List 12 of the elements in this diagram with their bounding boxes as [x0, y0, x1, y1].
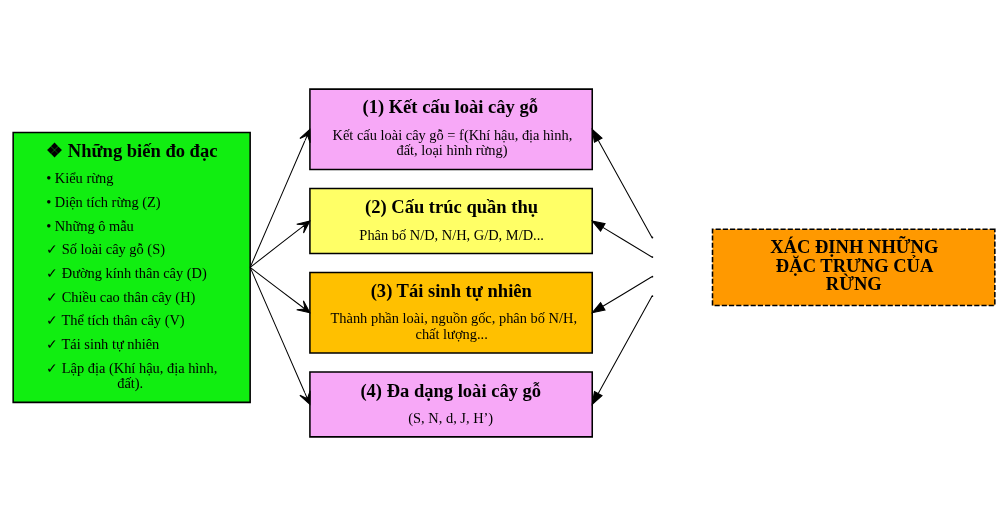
arrow [249, 128, 311, 268]
node-box: (2) Cấu trúc quần thụ Phân bố N/D, N/H, G/D, M/D... [309, 187, 593, 254]
arrow [249, 220, 311, 268]
arrow [249, 266, 311, 313]
node-box: (3) Tái sinh tự nhiên Thành phần loài, nguồn gốc, phân bố N/H, chất lượng... [309, 271, 593, 354]
arrow [590, 275, 653, 314]
node-box: (1) Kết cấu loài cây gỗ Kết cấu loài cây gỗ = f(Khí hậu, địa hình, đất, loại hình rừng) [309, 87, 593, 170]
node-box: (4) Đa dạng loài cây gỗ (S, N, d, J, H’) [309, 370, 593, 438]
arrow [591, 295, 653, 406]
arrow [249, 266, 311, 405]
node-box: XÁC ĐỊNH NHỮNG ĐẶC TRƯNG CỦA RỪNG [711, 227, 996, 306]
node-box: ❖ Những biến đo đạc • Kiểu rừng • Diện tích rừng (Z) • Những ô mẫu ✓ Số loài cây gỗ (S) ✓ Đường kính thân cây (D) ✓ Chiều cao thân cây (H) ✓ Thể tích thân cây (V) ✓ Tái sinh tự nhiên ✓ Lập địa (Khí hậu, địa hình, đất). [12, 131, 251, 403]
